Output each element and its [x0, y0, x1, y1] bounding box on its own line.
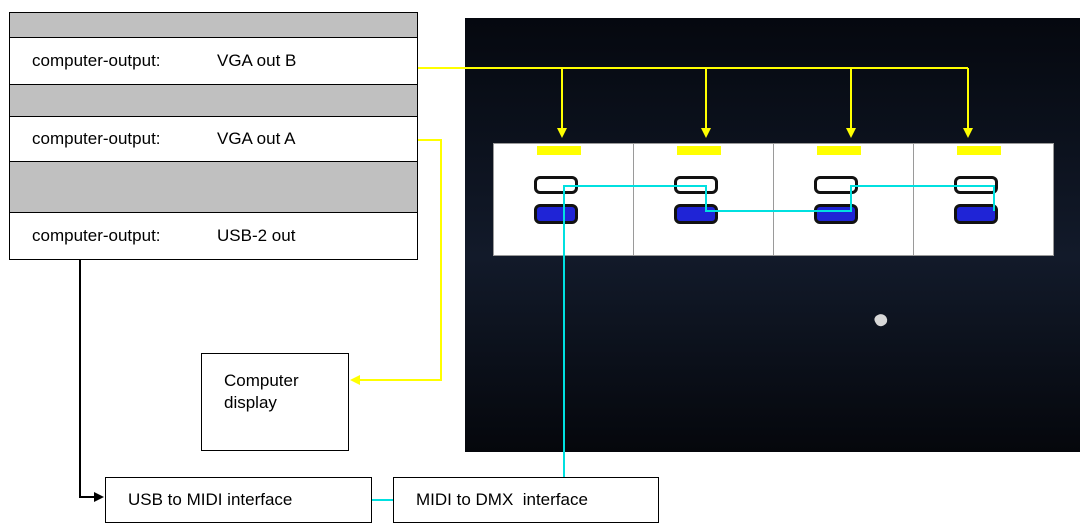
- usb-2-out-box: computer-output: USB-2 out: [9, 212, 418, 260]
- vga-out-b-label: VGA out B: [217, 51, 297, 70]
- fixture-2-video-indicator: [677, 146, 721, 155]
- fixture-3-lamp-on-icon: [814, 204, 858, 224]
- fixture-1-video-indicator: [537, 146, 581, 155]
- header-bar-2: [9, 84, 418, 117]
- vga-a-connector: [350, 139, 442, 385]
- computer-display-line1: Computer: [224, 371, 299, 390]
- fixture-3-video-indicator: [817, 146, 861, 155]
- usb-to-midi-box: USB to MIDI interface: [105, 477, 372, 523]
- dmx-chain: [563, 185, 995, 477]
- header-bar-3: [9, 161, 418, 213]
- fixture-strip: [493, 143, 1054, 256]
- fixture-4: [914, 144, 1053, 255]
- usb-connector: [79, 260, 104, 502]
- fixture-4-video-indicator: [957, 146, 1001, 155]
- vga-out-b-box: computer-output: VGA out B: [9, 37, 418, 85]
- fixture-1-lamp-on-icon: [534, 204, 578, 224]
- midi-to-dmx-box: MIDI to DMX interface: [393, 477, 659, 523]
- vga-out-a-label: VGA out A: [217, 129, 296, 148]
- midi-to-dmx-label: MIDI to DMX interface: [416, 490, 588, 509]
- usb-2-out-prefix: computer-output:: [32, 226, 161, 245]
- usb-to-midi-label: USB to MIDI interface: [128, 490, 293, 509]
- vga-out-b-prefix: computer-output:: [32, 51, 161, 70]
- stage-preview: [465, 18, 1080, 452]
- fixture-1: [494, 144, 634, 255]
- usb-2-out-label: USB-2 out: [217, 226, 296, 245]
- fixture-4-lamp-on-icon: [954, 204, 998, 224]
- vga-out-a-prefix: computer-output:: [32, 129, 161, 148]
- vga-b-connector: [418, 67, 973, 138]
- computer-display-line2: display: [224, 393, 277, 412]
- computer-display-box: Computer display: [201, 353, 349, 451]
